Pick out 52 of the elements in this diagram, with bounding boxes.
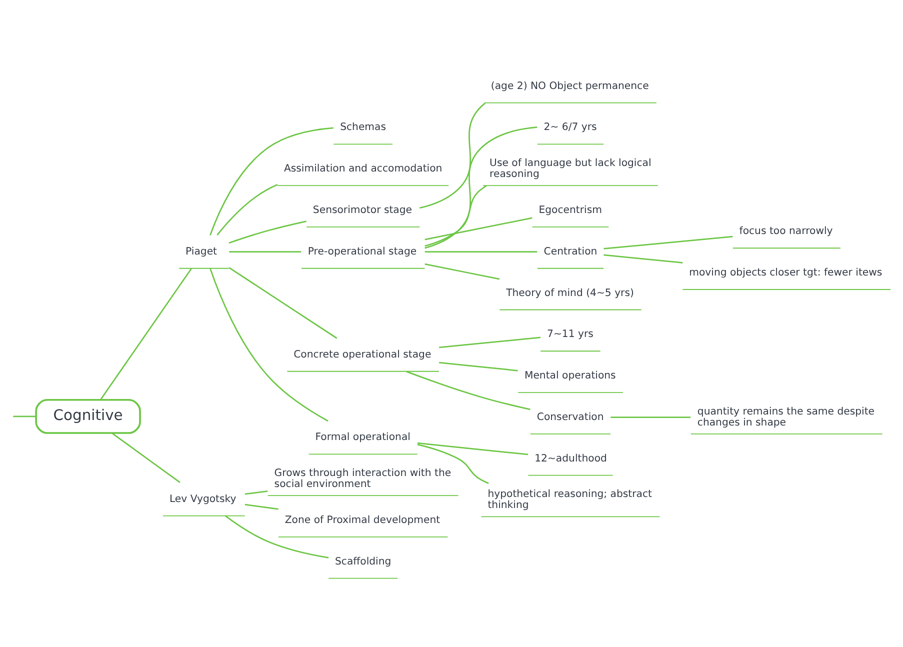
node-text: Lev Vygotsky: [169, 493, 236, 504]
node-text: moving objects closer tgt: fewer itews: [689, 267, 882, 278]
node-text: Grows through interaction with the social environment: [274, 468, 452, 490]
connector: [229, 250, 302, 252]
node-text: Centration: [544, 246, 598, 257]
connector: [112, 432, 180, 483]
connector: [244, 490, 268, 494]
connector: [228, 220, 306, 244]
node-box: Cognitive: [35, 398, 141, 434]
node-text: Conservation: [536, 411, 604, 422]
connector: [228, 266, 338, 338]
connector: [224, 514, 329, 558]
connector: [424, 216, 532, 240]
node-text: (age 2) NO Object permanence: [490, 80, 649, 92]
connector: [417, 442, 528, 455]
connector: [216, 184, 278, 235]
node-text: Formal operational: [315, 432, 410, 443]
connector: [210, 126, 334, 235]
node-text: Assimilation and accomodation: [284, 163, 442, 174]
connector: [604, 235, 733, 249]
node-text: Mental operations: [524, 370, 616, 382]
node-text: Piaget: [186, 246, 218, 257]
node-text: Sensorimotor stage: [312, 204, 412, 216]
node-text: Egocentrism: [538, 204, 602, 216]
connector: [439, 361, 518, 371]
connector: [439, 336, 541, 348]
connector: [604, 254, 683, 263]
node-text: Zone of Proximal development: [284, 514, 440, 526]
connector: [420, 102, 486, 208]
connector: [424, 126, 538, 248]
node-text: 12~adulthood: [534, 452, 607, 464]
node-text: Pre-operational stage: [308, 246, 417, 257]
node-text: Scaffolding: [335, 556, 392, 567]
connector: [424, 250, 538, 252]
connector: [100, 268, 192, 400]
node-text: 7~11 yrs: [547, 328, 594, 340]
node-text: Concrete operational stage: [294, 348, 432, 360]
connector: [610, 416, 691, 418]
node-text: focus too narrowly: [739, 226, 833, 237]
node-text: Use of language but lack logical reasoning: [490, 158, 652, 180]
node-text: 2~ 6/7 yrs: [544, 122, 597, 133]
connector: [244, 503, 278, 510]
connector: [406, 370, 530, 410]
connector: [210, 268, 328, 422]
connector: [417, 443, 489, 484]
node-text: quantity remains the same despite changes in shape: [697, 406, 875, 428]
connector: [424, 262, 500, 280]
connector: [13, 415, 36, 417]
node-text: hypothetical reasoning; abstract thinking: [488, 488, 652, 511]
connector: [424, 184, 487, 246]
node-text: Theory of mind (4~5 yrs): [506, 287, 634, 298]
node-text: Schemas: [340, 122, 386, 133]
